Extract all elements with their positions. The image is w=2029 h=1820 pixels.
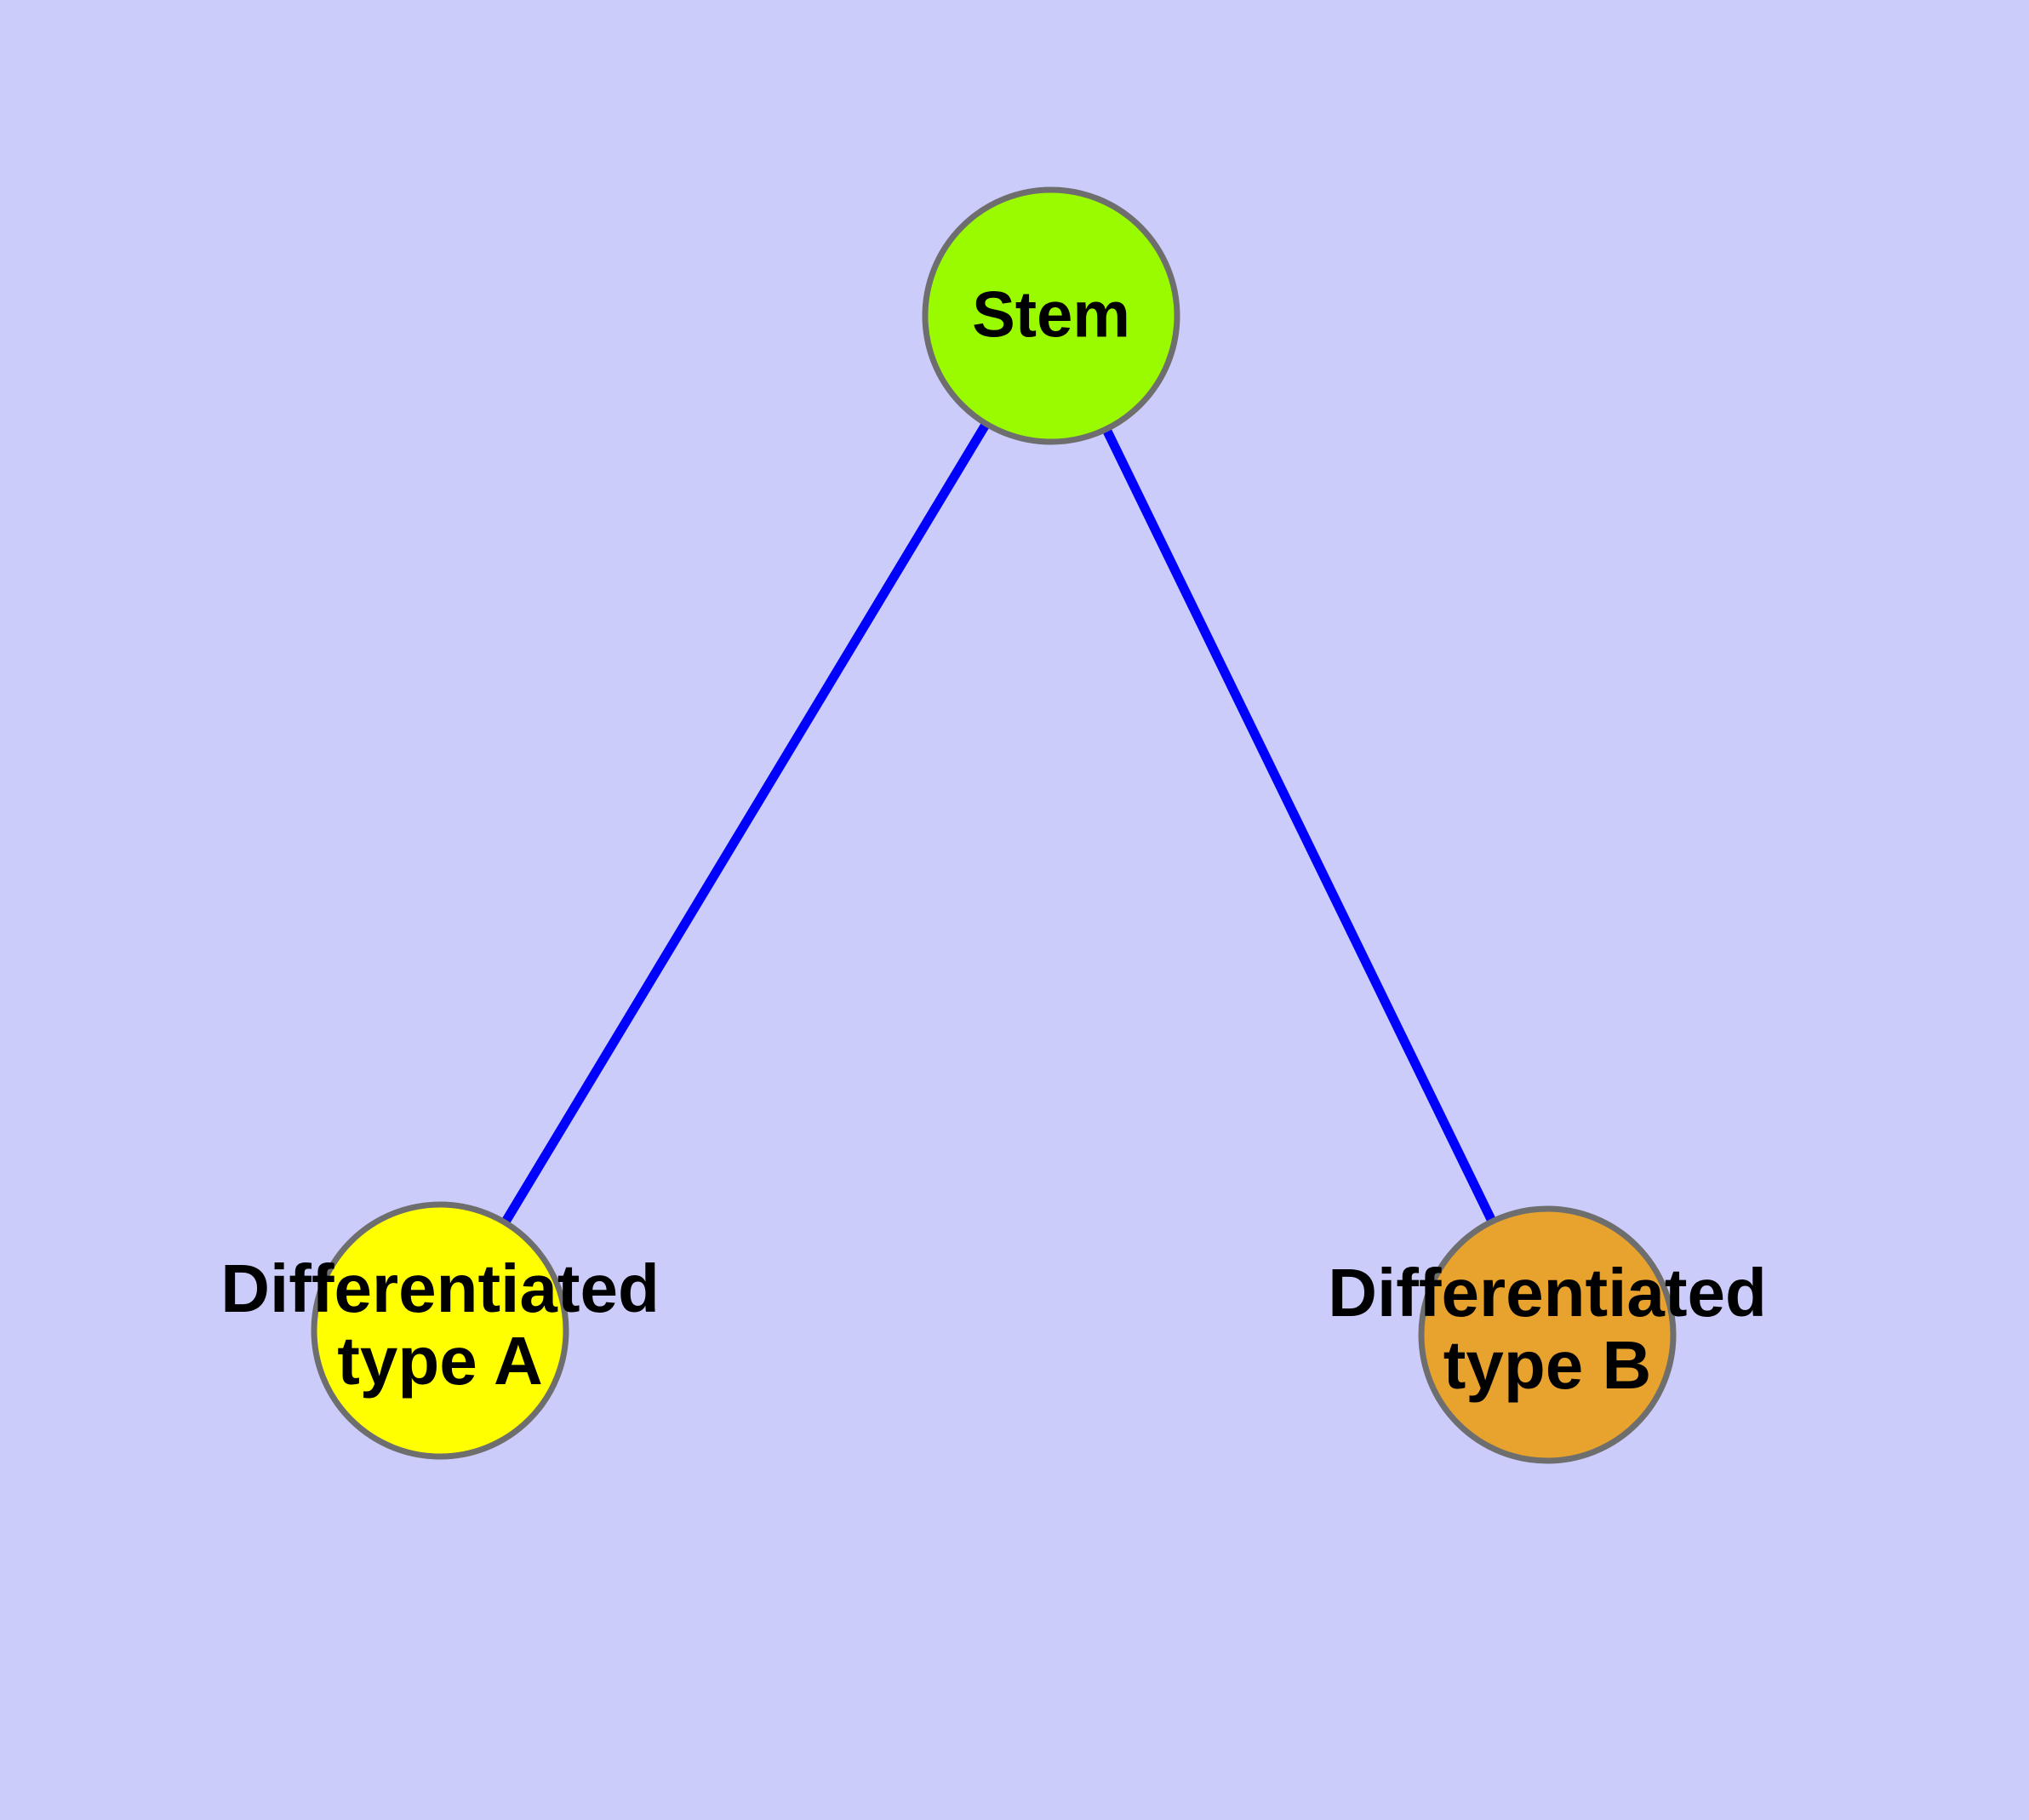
node-stem[interactable]	[922, 186, 1180, 445]
edge-stem-to-diff-a[interactable]	[435, 311, 1056, 1336]
node-layer	[311, 186, 1677, 1464]
edge-stem-to-diff-b[interactable]	[1046, 311, 1552, 1340]
node-diff-a[interactable]	[311, 1201, 569, 1460]
node-diff-b[interactable]	[1418, 1205, 1677, 1464]
edge-layer	[435, 311, 1552, 1340]
